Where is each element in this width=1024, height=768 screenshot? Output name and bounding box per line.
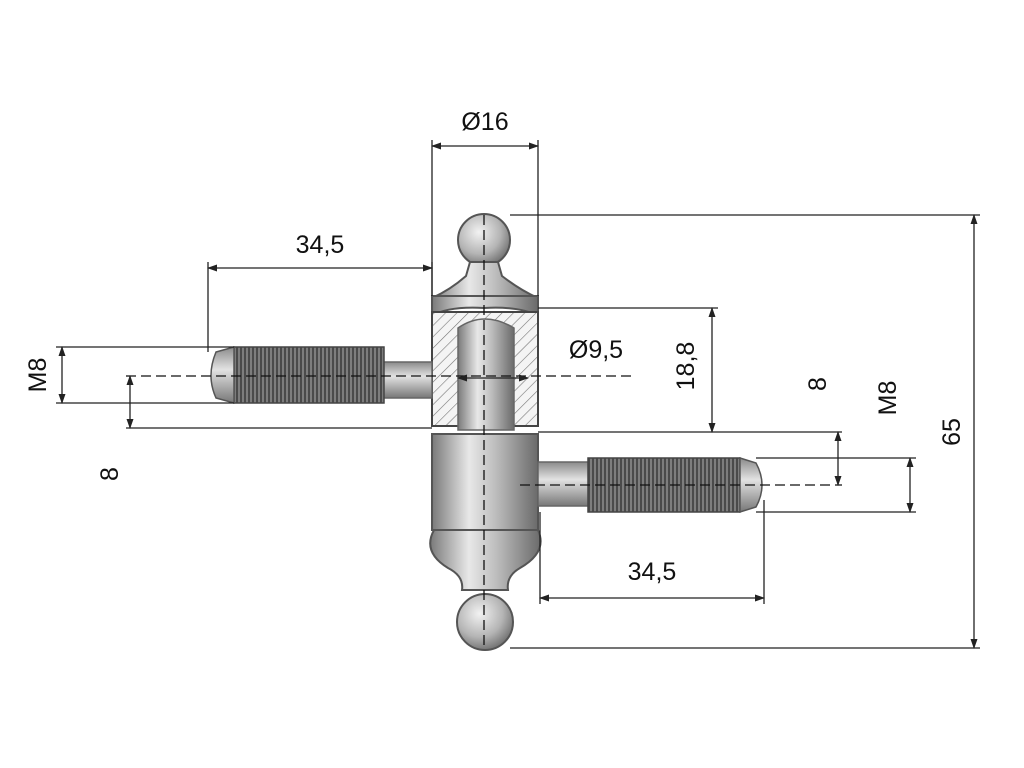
label-left-thread-length: 34,5 (296, 231, 345, 259)
label-right-thread-size: M8 (874, 381, 902, 416)
inner-pin (457, 318, 515, 431)
right-bolt-shank (537, 461, 591, 507)
upper-hinge-part (210, 213, 539, 431)
label-left-offset: 8 (96, 467, 124, 481)
label-total-height: 65 (938, 418, 966, 446)
lower-finial-body (429, 529, 542, 591)
left-bolt-thread (233, 346, 385, 404)
left-bolt-shank (381, 361, 433, 399)
label-right-offset: 8 (804, 377, 832, 391)
dimension-lines (58, 142, 978, 649)
left-bolt-tip (210, 346, 235, 404)
label-pin-diameter: Ø9,5 (569, 336, 623, 364)
lower-hinge-part (429, 433, 763, 651)
lower-knuckle (431, 433, 539, 531)
center-lines (126, 215, 842, 648)
top-finial-neck (431, 261, 539, 299)
dimension-labels: Ø16 34,5 M8 8 Ø9,5 18,8 8 M8 65 34,5 (24, 108, 966, 586)
label-left-thread-size: M8 (24, 358, 52, 393)
bottom-finial-ball (456, 593, 514, 651)
label-head-diameter: Ø16 (461, 108, 508, 136)
label-right-thread-length: 34,5 (628, 558, 677, 586)
extension-lines (56, 140, 980, 649)
label-sleeve-height: 18,8 (672, 342, 700, 391)
